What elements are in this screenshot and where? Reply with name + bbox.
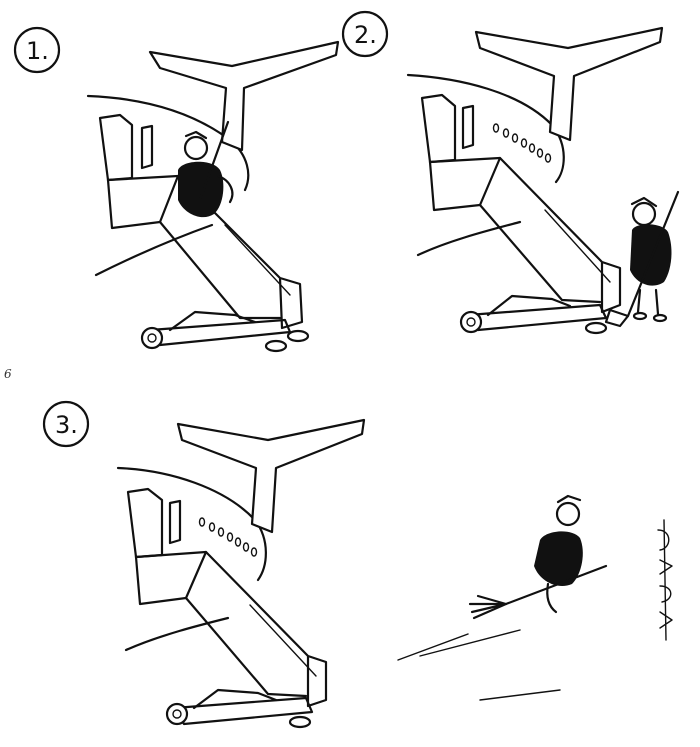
panel-2-number-badge: 2.	[341, 10, 389, 58]
panel-2-airplane	[406, 26, 664, 257]
panel-3-windows	[198, 517, 258, 557]
panel-1-cleaning-lady	[178, 120, 234, 218]
panel-2: 2.	[341, 10, 680, 335]
panel-1-number-badge: 1.	[13, 26, 61, 74]
panel-3: 3.	[42, 400, 673, 729]
panel-1-airplane	[86, 40, 340, 277]
panel-2-boarding-stairs	[428, 156, 622, 335]
page-marker: 6	[4, 367, 12, 381]
panel-1: 1.	[13, 26, 340, 353]
panel-3-speed-lines	[397, 629, 561, 701]
panel-2-cleaning-lady	[604, 190, 680, 328]
panel-3-boarding-stairs	[134, 550, 328, 729]
panel-1-number: 1.	[26, 37, 49, 65]
panel-2-windows	[492, 123, 552, 163]
panel-3-airplane	[116, 418, 366, 652]
panel-2-number: 2.	[354, 21, 377, 49]
panel-3-flying-lady-on-broom	[468, 494, 608, 620]
panel-3-number-badge: 3.	[42, 400, 90, 448]
panel-3-number: 3.	[55, 411, 78, 439]
artist-signature	[657, 519, 673, 641]
